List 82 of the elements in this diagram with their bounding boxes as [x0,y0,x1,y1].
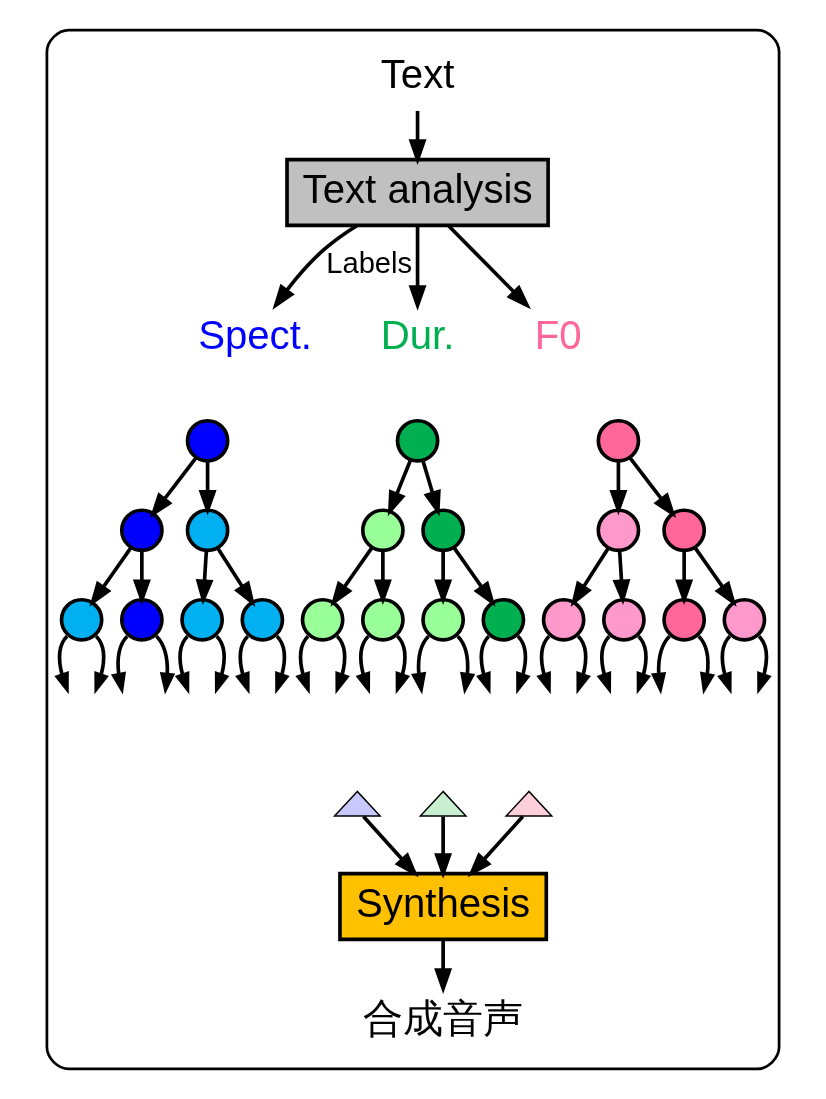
node-circle [395,418,440,463]
node-circle [59,597,104,642]
node-box: Synthesis [338,871,549,942]
arrow [609,461,628,516]
node-circle [185,418,230,463]
arrow [612,551,631,606]
node-circle [596,508,641,553]
node-circle [421,508,466,553]
node-curve [504,790,554,817]
edge-label: Labels [326,246,413,279]
node-text: 合成音声 [363,995,524,1041]
arrow [476,635,491,695]
node-circle [119,508,164,553]
arrow [434,939,453,994]
arrow [516,635,531,695]
arrow [434,551,453,606]
node-circle [541,597,586,642]
arrow [275,635,290,695]
arrow [697,635,716,695]
cluster [45,28,781,1071]
arrow [195,551,214,606]
node-circle [601,597,646,642]
node-text: F0 [534,312,582,358]
node-circle [360,597,405,642]
arrow [235,635,250,695]
arrow [214,635,230,695]
node-circle [662,597,707,642]
arrow [216,546,256,607]
arrow [576,635,591,695]
arrow [693,546,737,607]
arrow [174,635,190,695]
node-curve [332,790,382,817]
arrow [355,635,371,695]
arrow [110,635,129,695]
arrow [155,635,176,695]
arrow [596,635,612,695]
node-text: Text [380,51,455,97]
arrow [636,635,652,695]
arrow [149,456,198,519]
node-text: Spect. [198,312,312,358]
arrow [570,546,610,607]
arrow [434,816,453,879]
arrow [675,551,694,606]
arrow [335,635,350,695]
node-text: Dur. [380,312,455,358]
arrow [198,461,217,516]
arrow [54,635,69,695]
arrow [717,635,732,695]
node-circle [662,508,707,553]
arrow [757,635,772,695]
arrow [395,635,411,695]
arrow [373,551,392,606]
node-circle [596,418,641,463]
arrow [295,635,310,695]
node-circle [180,597,225,642]
node-circle [185,508,230,553]
node-circle [119,597,164,642]
node-circle [300,597,345,642]
arrow [536,635,551,695]
arrow [421,460,441,517]
arrow [330,546,374,607]
arrow [89,546,133,607]
arrow [650,635,671,695]
arrow [447,224,531,310]
node-circle [240,597,285,642]
arrow [94,635,109,695]
arrow [411,635,430,695]
node-circle [722,597,767,642]
arrow [467,815,525,878]
node-box: Text analysis [285,157,550,228]
arrow [628,456,677,519]
node-circle [360,508,405,553]
arrow [387,459,413,517]
arrow [452,546,496,607]
node-curve [418,790,468,817]
arrow [456,635,476,695]
node-circle [421,597,466,642]
arrow [362,815,419,878]
arrow [408,110,427,165]
arrow [408,225,427,311]
arrow [132,551,151,606]
node-circle [481,597,526,642]
